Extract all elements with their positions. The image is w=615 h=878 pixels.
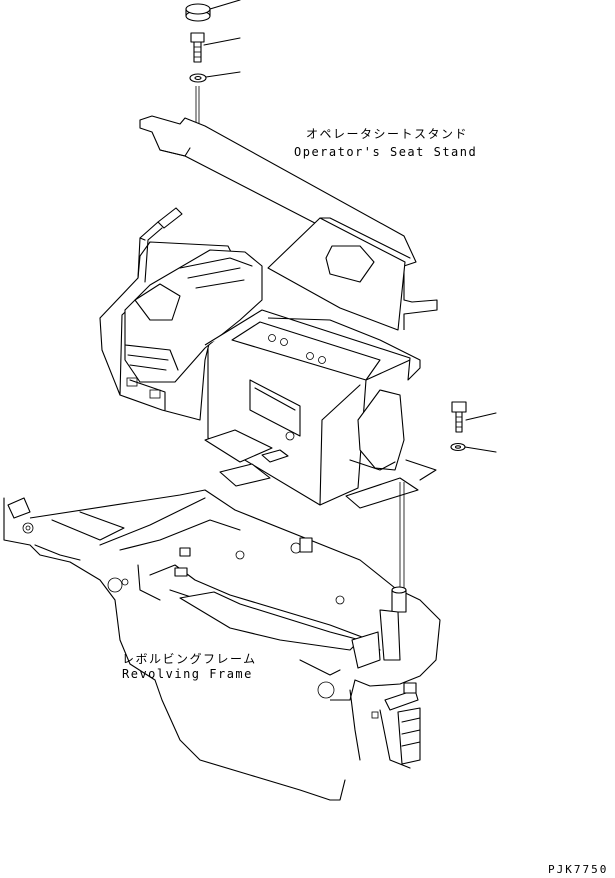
seat-stand-body	[99, 115, 438, 509]
revolving-frame	[3, 489, 441, 801]
washer-part-right	[450, 442, 497, 453]
cap-part	[185, 0, 241, 22]
washer-part-top	[189, 71, 241, 83]
bolt-part-top	[190, 32, 241, 63]
seat-stand-label-jp: オペレータシートスタンド	[306, 127, 469, 141]
bolt-part-right	[451, 401, 497, 433]
seat-stand-label-en: Operator's Seat Stand	[294, 145, 478, 159]
frame-label-en: Revolving Frame	[122, 667, 253, 681]
drawing-code: PJK7750	[548, 863, 608, 876]
frame-label-jp: レボルビングフレーム	[122, 652, 257, 666]
